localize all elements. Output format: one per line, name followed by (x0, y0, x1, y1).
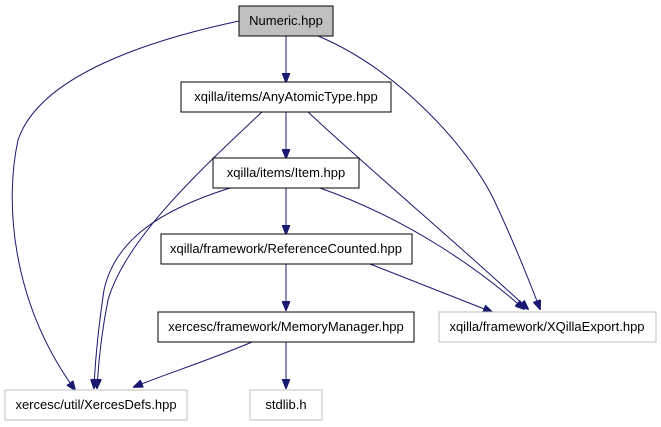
node-item[interactable]: xqilla/items/Item.hpp (212, 157, 360, 189)
node-xercesdefs[interactable]: xercesc/util/XercesDefs.hpp (4, 389, 188, 421)
edge-memmgr-xercesdefs (134, 341, 253, 387)
edge-item-xqexport (319, 187, 524, 309)
edge-anyatomic-xqexport (307, 111, 528, 309)
node-label: xercesc/util/XercesDefs.hpp (15, 397, 176, 412)
node-label: xqilla/framework/XQillaExport.hpp (449, 319, 644, 334)
node-numeric[interactable]: Numeric.hpp (238, 5, 334, 37)
node-stdlib[interactable]: stdlib.h (249, 389, 323, 421)
node-xqexport[interactable]: xqilla/framework/XQillaExport.hpp (438, 311, 657, 343)
node-label: Numeric.hpp (249, 13, 323, 28)
node-label: xercesc/framework/MemoryManager.hpp (168, 319, 404, 334)
node-label: xqilla/items/AnyAtomicType.hpp (194, 89, 378, 104)
node-refcounted[interactable]: xqilla/framework/ReferenceCounted.hpp (160, 233, 413, 265)
nodes: Numeric.hpp xqilla/items/AnyAtomicType.h… (4, 5, 657, 421)
node-anyatomic[interactable]: xqilla/items/AnyAtomicType.hpp (180, 81, 392, 113)
edge-numeric-xqexport (317, 35, 540, 309)
edge-numeric-xercesdefs (11, 20, 240, 390)
edge-item-xercesdefs (94, 187, 231, 388)
node-memmgr[interactable]: xercesc/framework/MemoryManager.hpp (157, 311, 415, 343)
node-label: xqilla/framework/ReferenceCounted.hpp (170, 241, 402, 256)
edge-refcounted-xqexport (369, 263, 492, 312)
node-label: xqilla/items/Item.hpp (227, 165, 346, 180)
edge-anyatomic-xercesdefs (97, 111, 263, 388)
node-label: stdlib.h (265, 397, 306, 412)
edges (11, 20, 540, 390)
